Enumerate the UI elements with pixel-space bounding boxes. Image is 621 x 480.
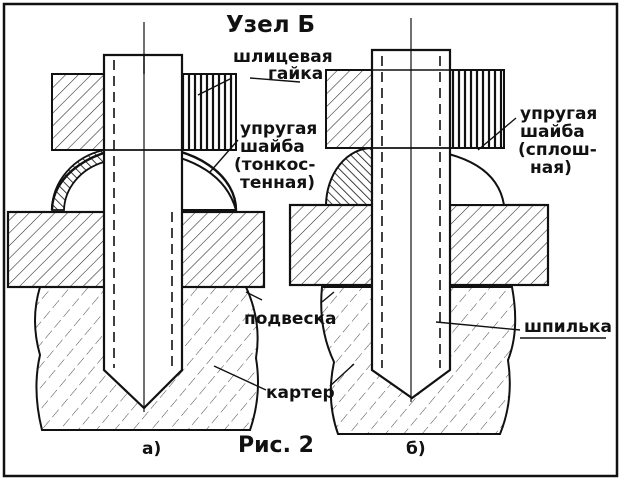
thin-washer-a-wall [51,148,105,211]
label-washer-a-line1: упругая [240,119,317,139]
label-washer-a-line2: шайба [240,137,305,157]
label-washer-b-line3: (сплош- [518,140,597,160]
figure-caption: Рис. 2 [238,433,314,458]
label-nut-line2: гайка [268,64,323,84]
variant-b-assembly [288,18,550,435]
nut-b-left [325,69,373,149]
label-washer-a-line4: тенная) [240,173,315,193]
solid-washer-b-left [324,146,373,206]
label-variant-a: а) [142,439,161,459]
label-washer-b-line4: ная) [530,158,572,178]
label-crankcase: картер [266,383,335,403]
label-washer-a-line3: (тонкос- [234,155,315,175]
leader-lines [197,77,606,391]
label-variant-b: б) [406,439,426,459]
stud-a [102,53,184,410]
label-nut-line1: шлицевая [233,47,333,67]
label-washer-b-line1: упругая [520,104,597,124]
label-stud: шпилька [524,317,612,337]
label-washer-b-line2: шайба [520,122,585,142]
variant-a-assembly [6,22,266,431]
figure-title: Узел Б [226,12,315,38]
nut-a-left [51,73,105,151]
label-bracket: подвеска [244,309,337,329]
